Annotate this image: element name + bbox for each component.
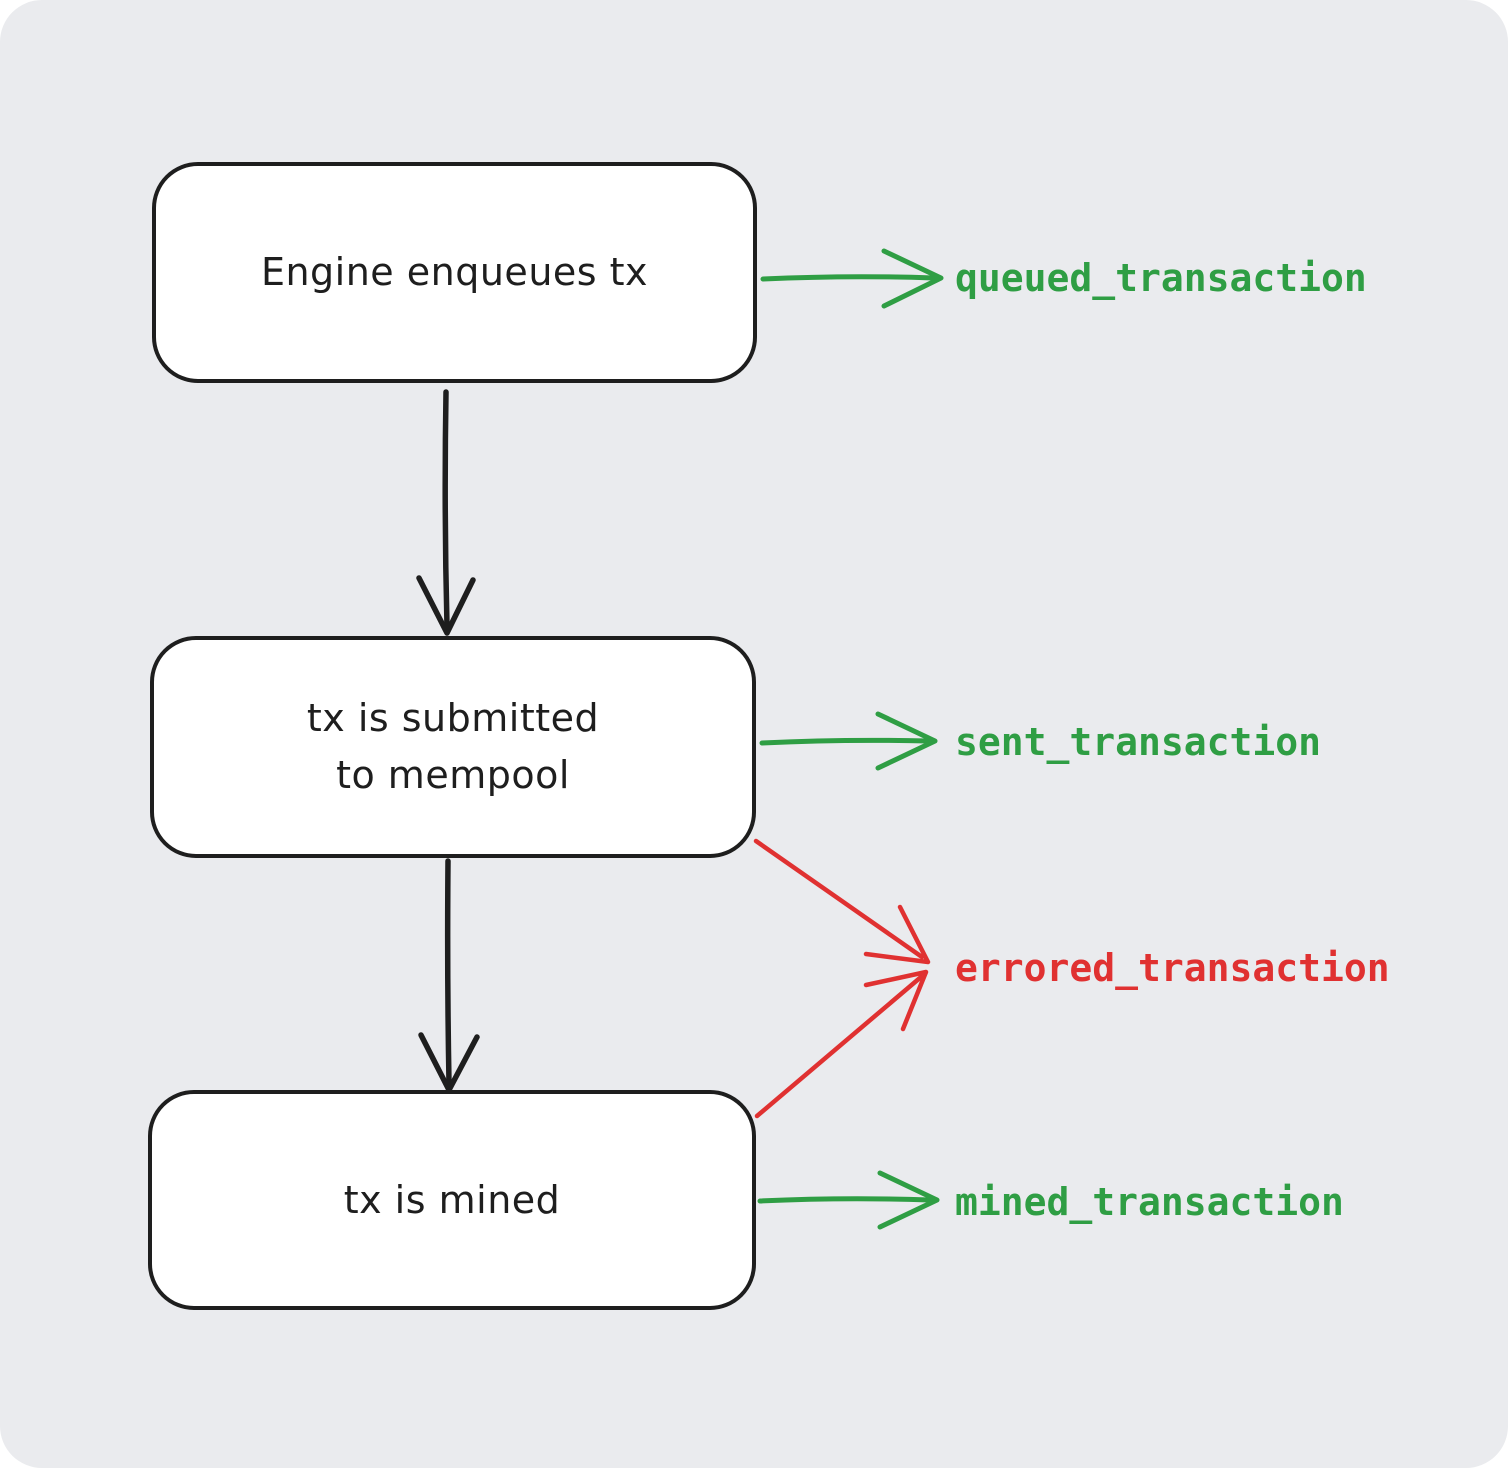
event-arrow-queued-transaction — [760, 248, 944, 309]
event-arrow-errored-from-mined — [754, 969, 929, 1119]
event-arrow-mined-transaction — [757, 1170, 940, 1230]
node-tx-submitted-to-mempool: tx is submitted to mempool — [150, 636, 756, 858]
node-label: Engine enqueues tx — [260, 250, 649, 294]
node-label-line1: tx is submitted — [306, 696, 600, 740]
node-tx-is-mined: tx is mined — [148, 1090, 756, 1310]
flow-arrow-mempool-to-mined — [418, 858, 480, 1093]
event-label-mined-transaction: mined_transaction — [955, 1180, 1344, 1224]
node-label: tx is mined — [343, 1177, 561, 1222]
event-arrow-errored-from-mempool — [753, 838, 931, 965]
flow-arrow-engine-to-mempool — [416, 389, 476, 636]
node-engine-enqueues-tx: Engine enqueues tx — [152, 162, 757, 383]
event-label-sent-transaction: sent_transaction — [955, 720, 1322, 764]
event-arrow-sent-transaction — [759, 711, 938, 771]
event-label-queued-transaction: queued_transaction — [955, 256, 1367, 300]
event-label-errored-transaction: errored_transaction — [955, 946, 1390, 990]
node-label-line2: to mempool — [336, 753, 570, 797]
